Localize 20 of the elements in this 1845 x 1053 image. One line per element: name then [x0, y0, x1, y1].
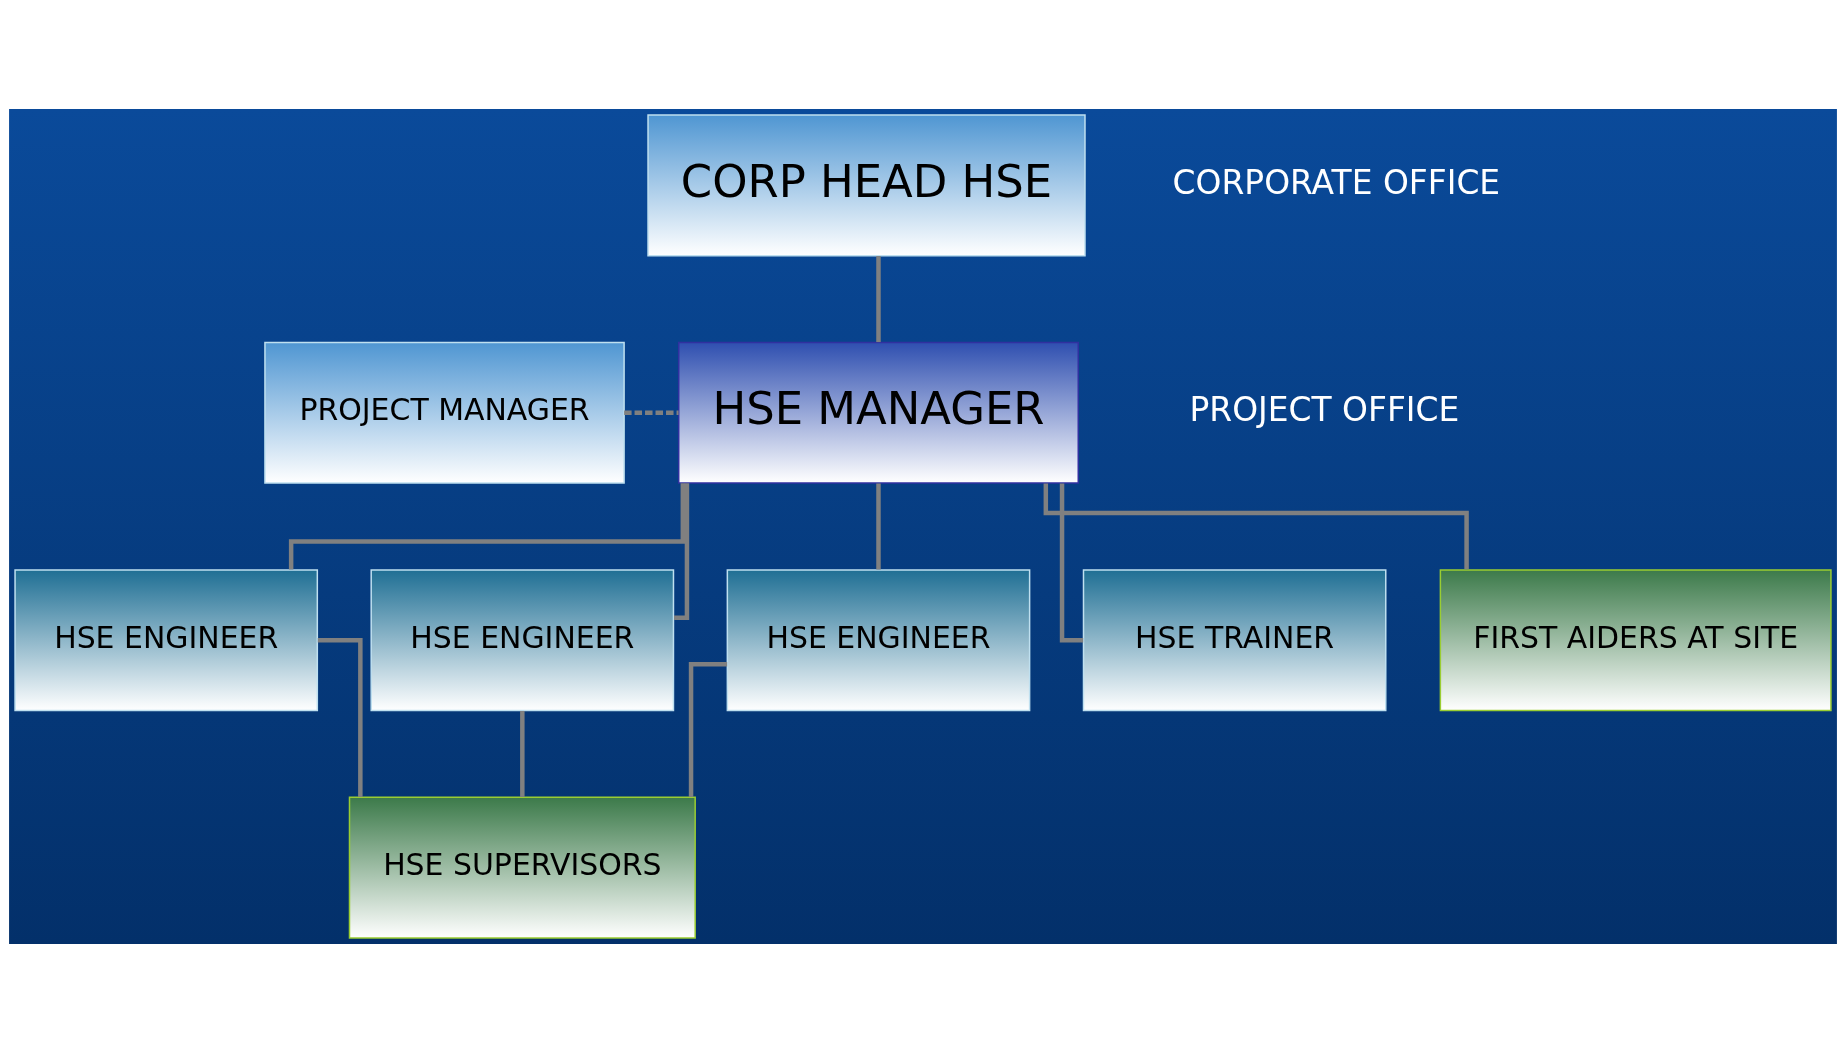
connector	[875, 256, 881, 343]
node-box: CORP HEAD HSE	[646, 114, 1086, 257]
connector	[623, 410, 679, 415]
node-box: HSE ENGINEER	[13, 569, 318, 712]
label: CORPORATE OFFICE	[1172, 162, 1500, 202]
connector	[688, 661, 727, 798]
label: PROJECT OFFICE	[1188, 390, 1459, 430]
connector	[673, 483, 689, 621]
node-box: PROJECT MANAGER	[263, 341, 625, 484]
node-box: FIRST AIDERS AT SITE	[1439, 569, 1832, 712]
connector	[519, 710, 525, 797]
connector	[317, 638, 363, 797]
connector	[1059, 483, 1083, 643]
node-box: HSE TRAINER	[1082, 569, 1386, 712]
node-box: HSE ENGINEER	[369, 569, 674, 712]
connector	[875, 483, 881, 570]
node-box: HSE ENGINEER	[726, 569, 1030, 712]
connector	[1043, 483, 1469, 570]
node-box: HSE SUPERVISORS	[348, 796, 696, 939]
node-box: HSE MANAGER	[677, 341, 1079, 484]
